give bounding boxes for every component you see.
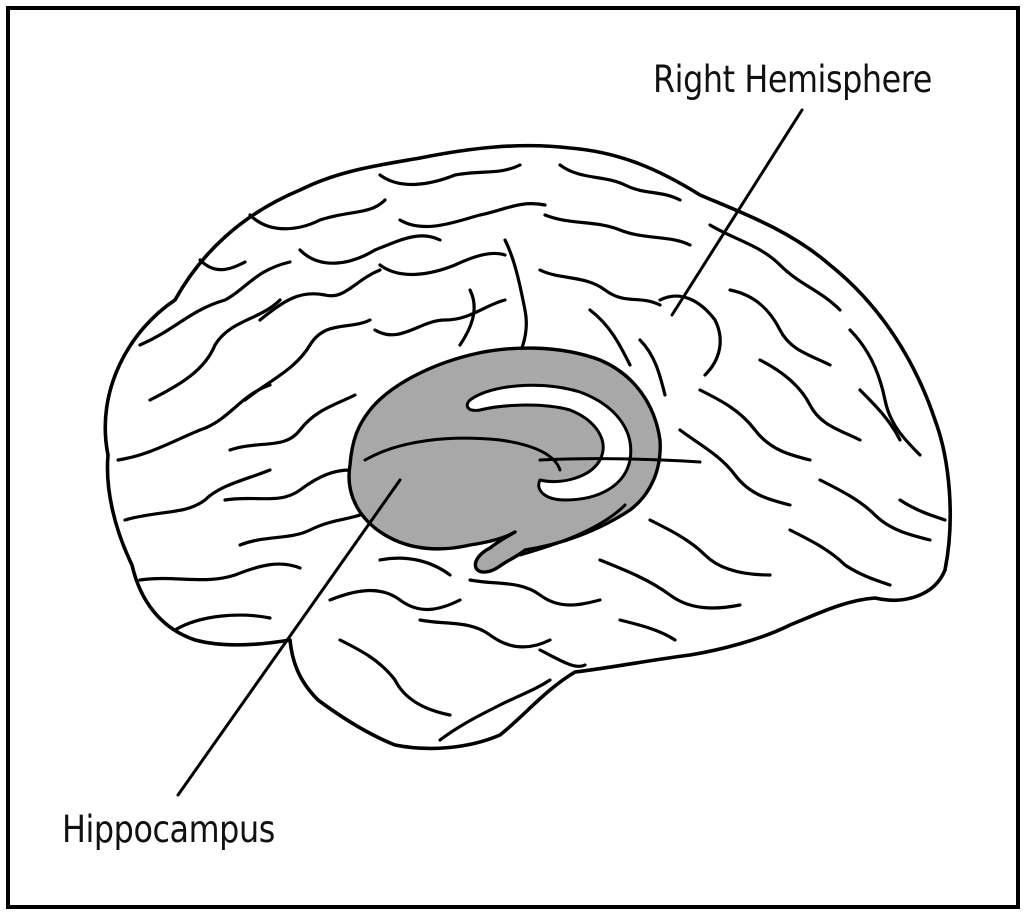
hippocampus-leader xyxy=(176,478,402,797)
brain-outline xyxy=(103,143,952,751)
brain-folds xyxy=(116,163,947,742)
hippocampus-inner-loop xyxy=(465,383,633,502)
right-hemisphere-leader xyxy=(670,108,804,317)
right-hemisphere-label: Right Hemisphere xyxy=(653,58,932,101)
hippocampus-label: Hippocampus xyxy=(62,808,275,851)
